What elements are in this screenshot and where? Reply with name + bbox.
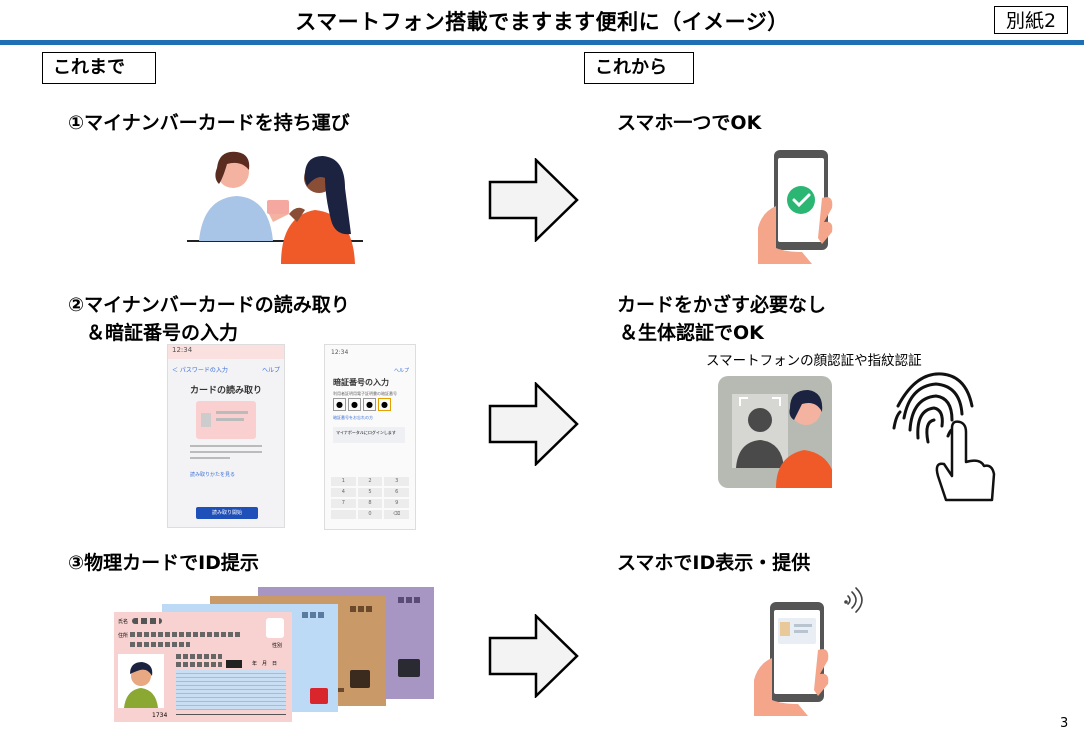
screen-title: 暗証番号の入力 [333, 378, 389, 387]
pin-entry-screen: 12:34 ヘルプ 暗証番号の入力 利用者証明用電子証明書の暗証番号 ● ● ●… [324, 344, 416, 530]
face-recognition-illustration [718, 376, 832, 488]
arrow-right-icon [488, 614, 579, 698]
card-handover-illustration [187, 151, 363, 264]
keypad-key[interactable]: 2 [357, 477, 383, 486]
card-date-label: 年 月 日 [252, 661, 278, 667]
page-number: 3 [1060, 716, 1069, 731]
page-title: スマートフォン搭載でますます便利に（イメージ） [295, 10, 789, 34]
keypad-key[interactable]: 3 [384, 477, 409, 486]
card-sex-label: 性別 [271, 643, 282, 649]
column-before-label: これまで [42, 52, 156, 84]
row3-before-heading: ③物理カードでID提示 [68, 552, 259, 574]
person-photo-icon [124, 662, 158, 708]
keypad-key[interactable]: 7 [331, 499, 356, 508]
keypad-key[interactable]: 9 [384, 499, 409, 508]
keypad-key[interactable]: 8 [357, 499, 383, 508]
keypad-key[interactable]: 1 [331, 477, 356, 486]
pin-dots[interactable]: ● ● ● ● [333, 398, 391, 411]
card-photo [118, 654, 164, 708]
start-reading-button[interactable]: 読み取り開始 [196, 507, 258, 519]
row2-after-heading-line1: カードをかざす必要なし [617, 294, 827, 316]
card-name-label: 氏名 [118, 619, 129, 625]
row1-after-heading: スマホ一つでOK [617, 112, 762, 134]
screen-time: 12:34 [172, 346, 193, 354]
arrow-right-icon [488, 158, 579, 242]
portal-login-row[interactable]: マイナポータルにログインします [333, 427, 405, 443]
forgot-pin-link[interactable]: 暗証番号をお忘れの方 [333, 415, 373, 420]
keypad-key[interactable]: 0 [357, 510, 383, 519]
row1-before-heading: ①マイナンバーカードを持ち運び [68, 112, 350, 134]
row2-before-heading-line1: ②マイナンバーカードの読み取り [68, 294, 350, 316]
row3-after-heading: スマホでID表示・提供 [617, 552, 811, 574]
mynumber-card: 氏名 住所 性別 年 月 日 1734 [114, 612, 292, 722]
card-number: 1734 [152, 712, 168, 719]
screen-title: カードの読み取り [190, 386, 263, 396]
row2-before-heading-line2: ＆暗証番号の入力 [86, 322, 239, 344]
column-after-label: これから [584, 52, 694, 84]
biometric-note: スマートフォンの顔認証や指紋認証 [706, 353, 922, 369]
numeric-keypad[interactable]: 1 2 3 4 5 6 7 8 9 0 ⌫ [331, 477, 409, 519]
smartphone-id-illustration [754, 587, 863, 716]
card-image [196, 401, 256, 439]
keypad-key[interactable]: ⌫ [384, 510, 409, 519]
keypad-key[interactable]: 5 [357, 488, 383, 497]
row2-after-heading-line2: ＆生体認証でOK [619, 322, 764, 344]
keypad-key[interactable]: 6 [384, 488, 409, 497]
help-link[interactable]: ヘルプ [393, 368, 409, 374]
card-address-label: 住所 [118, 633, 129, 639]
smartphone-check-illustration [758, 150, 833, 264]
fingerprint-icon [892, 372, 996, 502]
keypad-key[interactable]: 4 [331, 488, 356, 497]
keypad-key[interactable] [331, 510, 356, 519]
help-link[interactable]: ヘルプ [261, 367, 280, 374]
arrow-right-icon [488, 382, 579, 466]
card-reading-screen: 12:34 ＜ パスワードの入力 ヘルプ カードの読み取り 読み取りかたを見る … [167, 344, 285, 528]
back-link[interactable]: ＜ パスワードの入力 [172, 367, 228, 374]
screen-time: 12:34 [331, 349, 349, 356]
pin-hint: 利用者証明用電子証明書の暗証番号 [333, 391, 397, 396]
header-rule [0, 40, 1084, 45]
howto-link[interactable]: 読み取りかたを見る [190, 472, 236, 478]
annex-label: 別紙2 [994, 6, 1068, 34]
